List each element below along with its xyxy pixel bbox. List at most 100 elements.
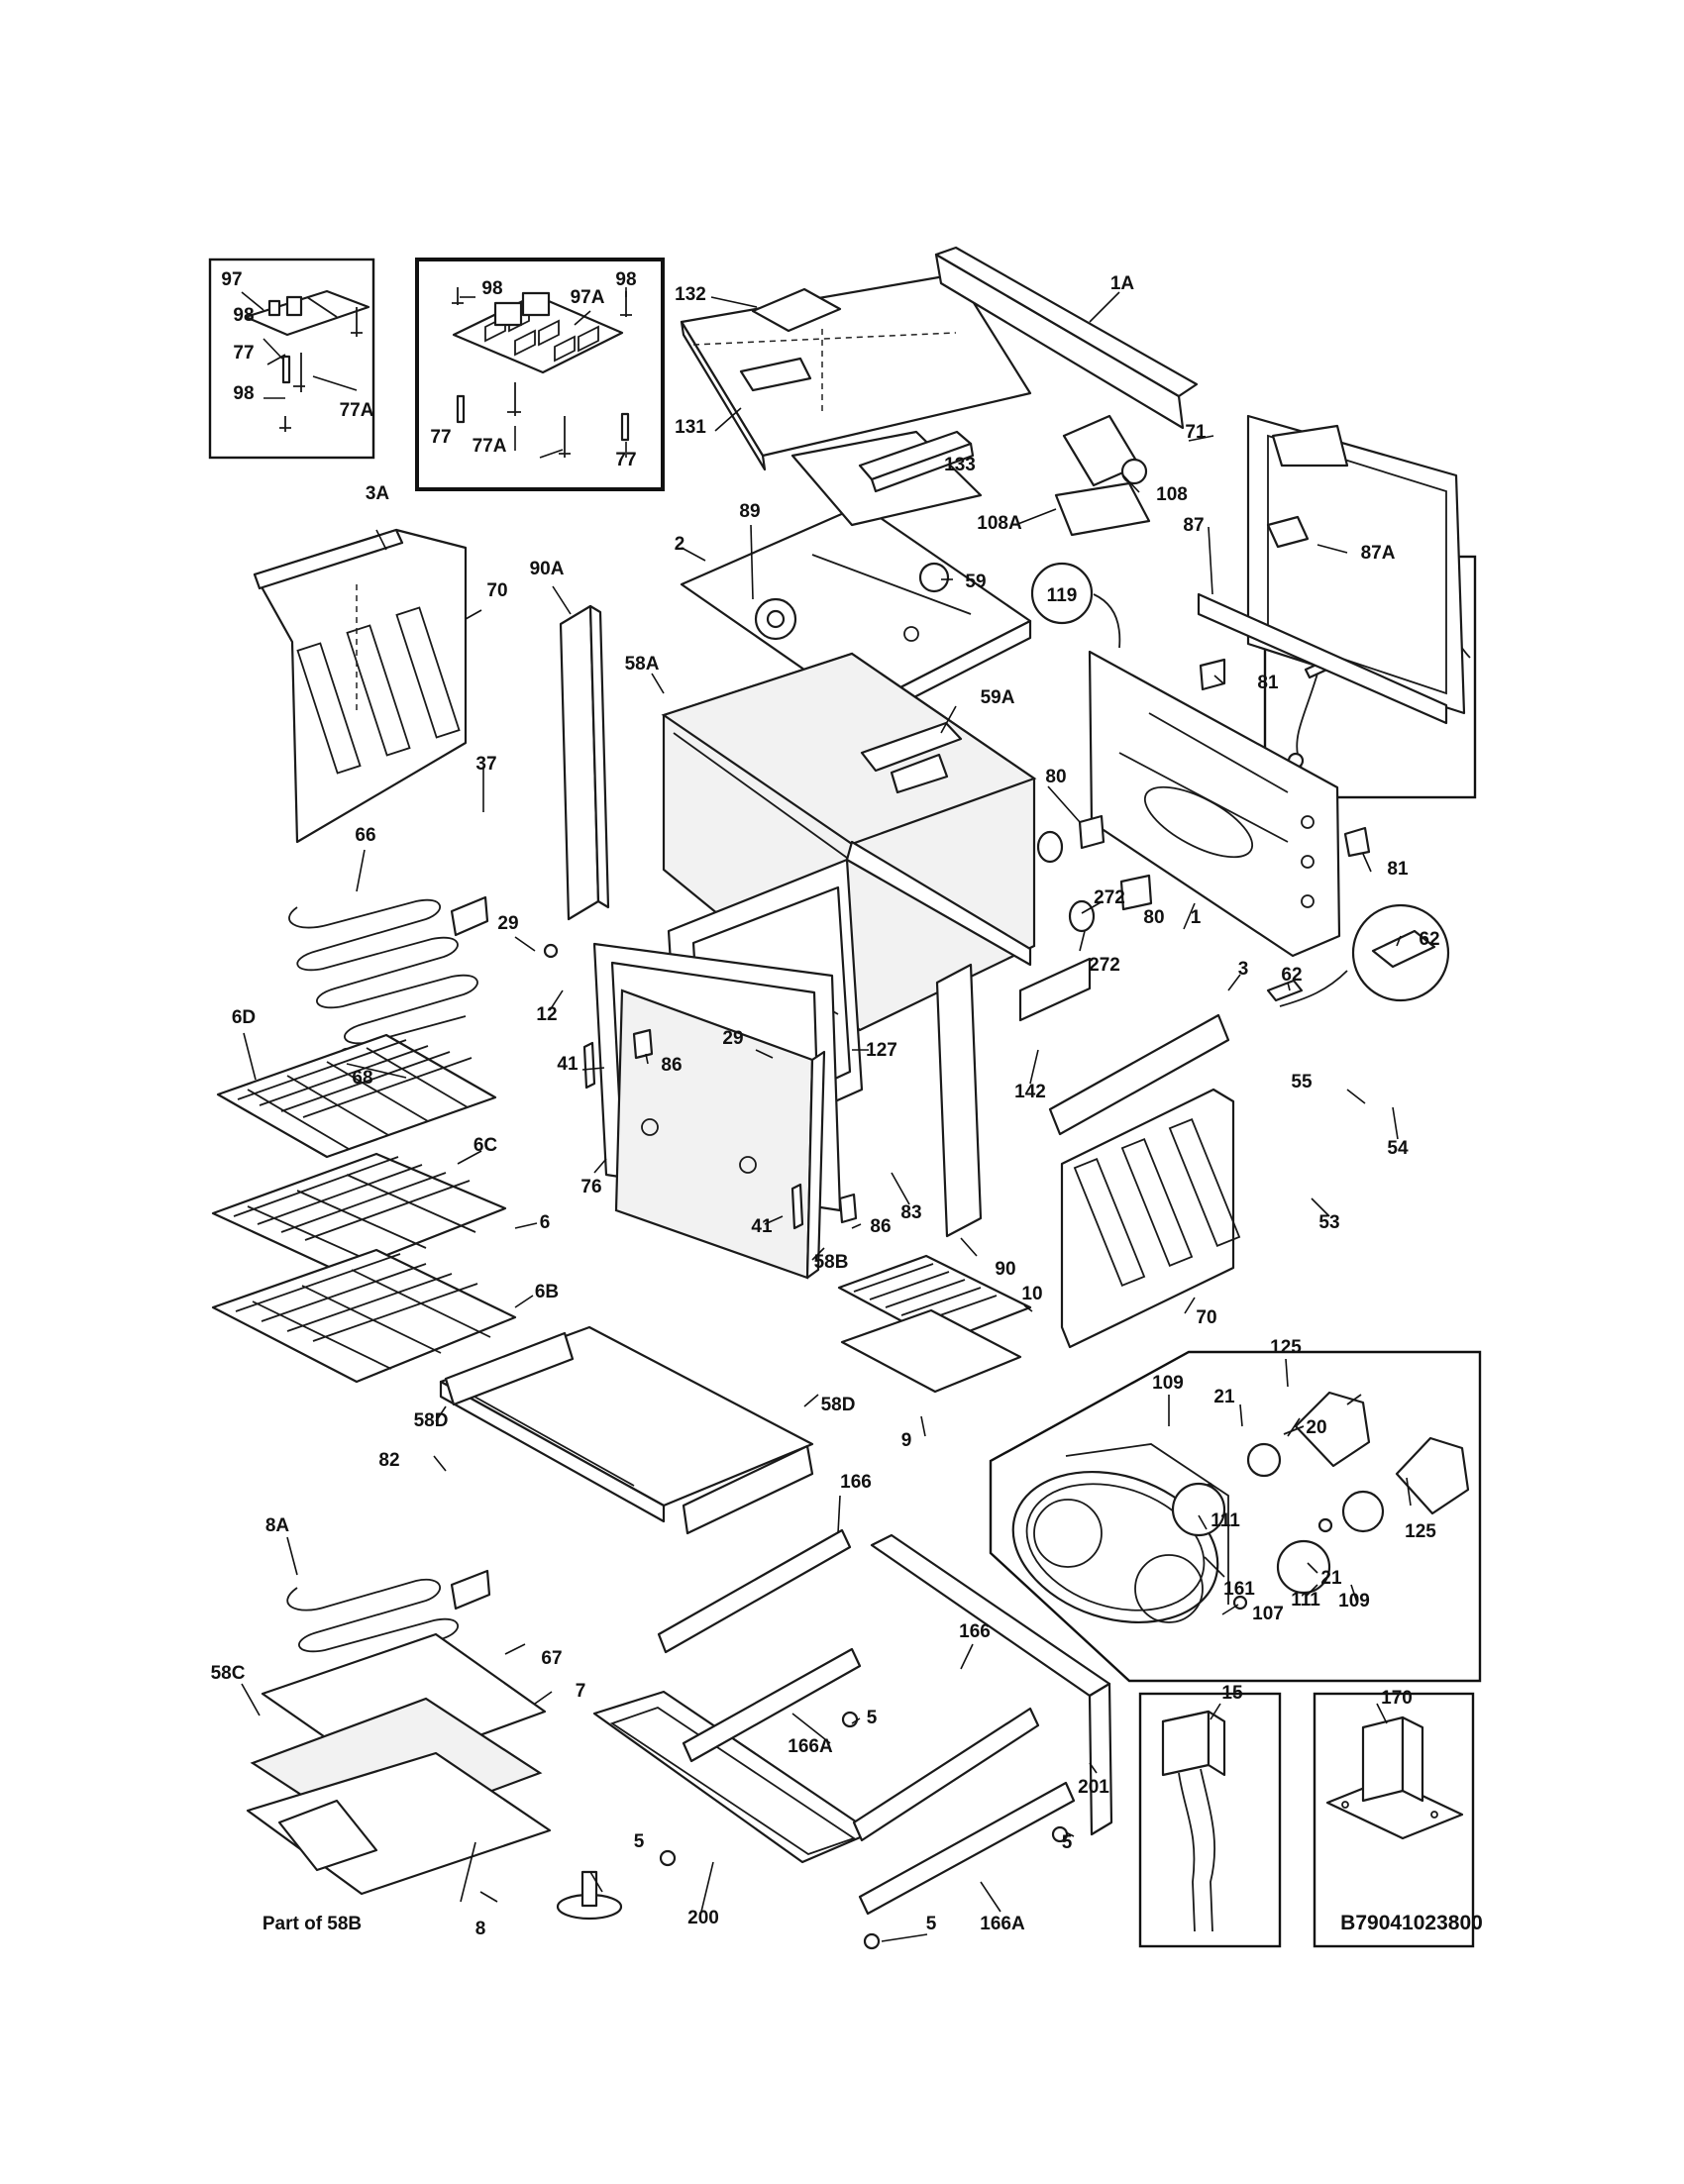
callout-label: 59 bbox=[965, 572, 986, 592]
callout-label: 107 bbox=[1252, 1604, 1284, 1624]
callout-label: 3A bbox=[366, 483, 390, 504]
channel-90A bbox=[559, 604, 610, 921]
frame-201 bbox=[870, 1533, 1113, 1836]
sensor-59 bbox=[918, 562, 950, 593]
callout-label: 77A bbox=[340, 400, 374, 421]
control-board-inset-97 bbox=[208, 258, 375, 460]
callout-label: 77A bbox=[473, 436, 507, 457]
callout-label: 58A bbox=[625, 654, 660, 675]
callout-label: 20 bbox=[1306, 1417, 1326, 1438]
callout-label: 132 bbox=[675, 284, 706, 305]
callout-label: 97 bbox=[221, 269, 242, 290]
callout-label: 10 bbox=[1021, 1284, 1042, 1304]
component-108 bbox=[1062, 414, 1148, 487]
callout-label: 21 bbox=[1320, 1568, 1342, 1589]
callout-label: 80 bbox=[1045, 767, 1066, 787]
callout-label: 76 bbox=[580, 1177, 601, 1197]
callout-label: 81 bbox=[1387, 859, 1409, 880]
callout-label: 68 bbox=[352, 1068, 372, 1089]
callout-label: 70 bbox=[1196, 1307, 1216, 1328]
callout-label: 62 bbox=[1419, 929, 1439, 950]
callout-label: 6D bbox=[232, 1007, 256, 1028]
callout-label: 109 bbox=[1152, 1373, 1184, 1394]
side-panel-3A bbox=[253, 528, 468, 844]
callout-label: 6B bbox=[535, 1282, 559, 1302]
bottom-cover-8 bbox=[246, 1751, 552, 1896]
terminal-62 bbox=[1266, 903, 1450, 1007]
callout-label: 111 bbox=[1210, 1510, 1240, 1531]
callout-label: 166A bbox=[980, 1914, 1025, 1934]
callout-label: 54 bbox=[1387, 1138, 1409, 1159]
clip-81-80-272 bbox=[1036, 658, 1371, 933]
control-board-inset-97A bbox=[415, 258, 665, 491]
diagram-code: B79041023800 bbox=[1340, 1912, 1483, 1934]
callout-label: 98 bbox=[481, 278, 502, 299]
channel-90 bbox=[935, 963, 983, 1238]
callout-label: 125 bbox=[1270, 1337, 1302, 1358]
callout-label: 21 bbox=[1213, 1387, 1235, 1407]
callout-label: 67 bbox=[541, 1648, 562, 1669]
callout-label: 166A bbox=[788, 1736, 833, 1757]
slide-166 bbox=[657, 1528, 1040, 1842]
callout-label: 53 bbox=[1318, 1212, 1339, 1233]
callout-label: 166 bbox=[840, 1472, 872, 1493]
callout-label: 81 bbox=[1257, 673, 1279, 693]
vent-133 bbox=[858, 430, 975, 493]
callout-label: 77 bbox=[233, 343, 254, 364]
slide-166A bbox=[682, 1647, 1076, 1916]
broil-element-8A bbox=[286, 1569, 491, 1671]
callout-label: 98 bbox=[233, 383, 254, 404]
callout-label: 97A bbox=[571, 287, 605, 308]
callout-label: 41 bbox=[557, 1054, 579, 1075]
callout-label: 1A bbox=[1110, 273, 1135, 294]
callout-label: 98 bbox=[233, 305, 254, 326]
callout-label: 109 bbox=[1338, 1591, 1370, 1612]
callout-label: 89 bbox=[739, 501, 760, 522]
callout-label: 272 bbox=[1089, 955, 1120, 976]
callout-label: 1 bbox=[1191, 907, 1202, 928]
callout-label: 77 bbox=[430, 427, 451, 448]
callout-label: 37 bbox=[475, 754, 496, 775]
callout-label: 161 bbox=[1223, 1579, 1255, 1600]
thermostat-89 bbox=[754, 597, 797, 641]
callout-label: 83 bbox=[900, 1202, 921, 1223]
bracket-inset-170 bbox=[1313, 1692, 1475, 1948]
callout-label: 9 bbox=[901, 1430, 912, 1451]
wire-harness-inset bbox=[1138, 1692, 1282, 1948]
plate-132 bbox=[751, 287, 842, 333]
callout-label: 272 bbox=[1094, 887, 1125, 908]
rear-channel-1A bbox=[934, 246, 1199, 430]
broiler-pan-9 bbox=[840, 1308, 1022, 1394]
callout-label: 119 bbox=[1047, 585, 1078, 606]
callout-label: 15 bbox=[1221, 1683, 1243, 1704]
callout-label: 125 bbox=[1405, 1521, 1436, 1542]
callout-label: 200 bbox=[687, 1908, 719, 1928]
callout-label: 108 bbox=[1156, 484, 1188, 505]
callout-label: 87 bbox=[1183, 515, 1204, 536]
callout-label: 5 bbox=[867, 1708, 878, 1728]
bake-element-66 bbox=[288, 895, 489, 1045]
callout-label: 98 bbox=[615, 269, 636, 290]
door-panel-58B bbox=[614, 988, 826, 1280]
callout-label: 127 bbox=[866, 1040, 897, 1061]
convection-fan-inset bbox=[989, 1350, 1482, 1683]
callout-label: 58D bbox=[414, 1410, 449, 1431]
callout-label: 29 bbox=[497, 913, 518, 934]
callout-label: 80 bbox=[1143, 907, 1164, 928]
callout-label: 62 bbox=[1281, 965, 1302, 986]
callout-label: 133 bbox=[944, 455, 976, 475]
callout-label: 66 bbox=[355, 825, 375, 846]
callout-label: 6C bbox=[474, 1135, 498, 1156]
callout-label: 8 bbox=[475, 1919, 486, 1939]
switch-119 bbox=[1030, 562, 1121, 649]
callout-label: 70 bbox=[486, 580, 507, 601]
back-panel-71 bbox=[1246, 414, 1466, 715]
callout-label: 41 bbox=[751, 1216, 773, 1237]
rack-6D bbox=[216, 1033, 497, 1159]
side-panel-70 bbox=[1060, 1088, 1241, 1349]
callout-label: 6 bbox=[540, 1212, 551, 1233]
callout-label: 59A bbox=[981, 687, 1015, 708]
callout-label: 142 bbox=[1014, 1082, 1046, 1102]
